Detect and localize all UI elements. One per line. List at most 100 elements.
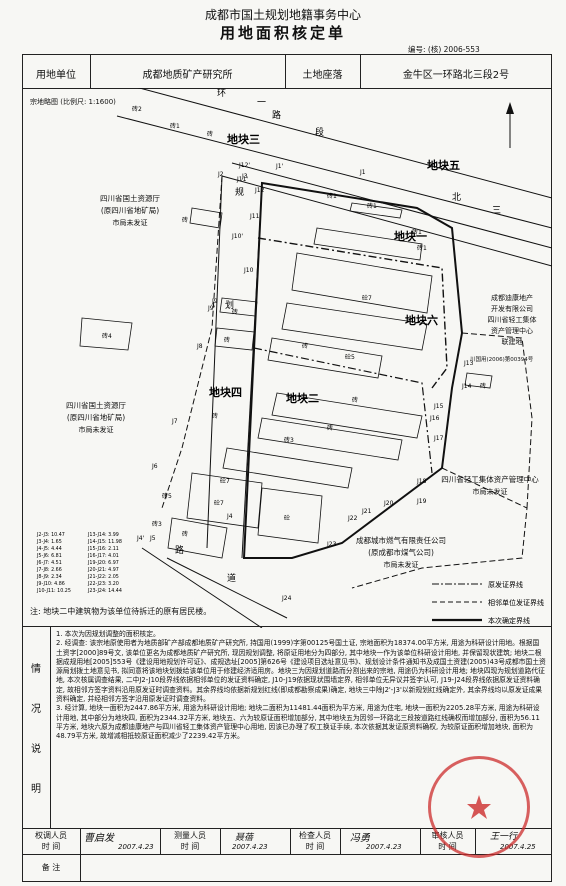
- neighbor-alias: (原四川省地矿局): [100, 206, 160, 215]
- svg-text:砖2: 砖2: [132, 105, 142, 113]
- svg-text:J5: J5: [149, 535, 156, 542]
- svg-text:J10': J10': [231, 233, 243, 240]
- svg-text:砼7: 砼7: [362, 294, 372, 302]
- surveyor-signature: 聂蓓: [235, 833, 254, 843]
- svg-text:砖5: 砖5: [162, 492, 172, 500]
- svg-text:J14-J15: 11.98: J14-J15: 11.98: [87, 539, 122, 545]
- road-char: 规: [235, 187, 244, 198]
- neighbor-northwest: 四川省国土资源厅 (原四川省地矿局) 市局未发证: [60, 193, 200, 229]
- org-name: 成都市国土规划地籍事务中心: [204, 8, 361, 22]
- legend: 原发证界线 相邻单位发证界线 本次确定界线: [432, 580, 544, 625]
- checker-label: 检查人员: [299, 831, 331, 840]
- parcel-divider: [257, 237, 448, 389]
- road-char: 北: [452, 192, 461, 203]
- svg-text:砖: 砖: [352, 396, 358, 404]
- point-labels: J1 J2 J3 J4 J5 J6 J7 J8 J9 J10 J11 J12 J…: [136, 162, 474, 602]
- svg-text:J7: J7: [171, 418, 178, 425]
- neighbor-south: 成都城市燃气有限责任公司 (原成都市煤气公司) 市局未发证: [336, 535, 466, 571]
- svg-text:J12': J12': [238, 162, 250, 169]
- road-char: 道: [227, 572, 236, 584]
- svg-text:J10-J11: 10.25: J10-J11: 10.25: [36, 588, 71, 594]
- svg-text:J9: J9: [211, 298, 218, 305]
- map-note: 注: 地块二中建筑物为该单位待拆迁的原有居民楼。: [30, 607, 212, 616]
- surveyor-label: 测量人员: [174, 831, 206, 840]
- svg-text:J15: J15: [433, 403, 444, 410]
- neighbor-name: 开发有限公司: [491, 305, 533, 313]
- svg-text:砖: 砖: [480, 382, 486, 390]
- svg-text:J16: J16: [429, 415, 440, 422]
- checker-date: 2007.4.23: [366, 843, 402, 851]
- serial-number: 编号: (核) 2006-553: [408, 45, 480, 54]
- svg-text:砖3: 砖3: [152, 520, 162, 528]
- svg-text:J9': J9': [207, 305, 216, 312]
- time-label: 时 间: [180, 842, 200, 851]
- building-labels: 砖2 砖1 砖1 砖1 砖 砖 砖1 砖1 砖4 砖 砖 砼7 砼5 砖 砖 砖…: [102, 105, 486, 538]
- neighbor-name: 成都城市燃气有限责任公司: [356, 536, 446, 545]
- svg-text:相邻单位发证界线: 相邻单位发证界线: [488, 598, 544, 607]
- neighbor-alias: (原成都市煤气公司): [368, 548, 434, 557]
- svg-text:J14: J14: [461, 383, 472, 390]
- neighbor-boundary: [461, 332, 533, 509]
- road-edge: [137, 88, 552, 199]
- neighbor-west: 四川省国土资源厅 (原四川省地矿局) 市局未发证: [26, 400, 166, 436]
- road-edge: [221, 175, 552, 267]
- remark-label: 备 注: [41, 863, 61, 872]
- road-edge: [141, 547, 263, 628]
- parcel-4-label: 地块四: [209, 385, 242, 399]
- divider: [22, 854, 552, 855]
- svg-text:J7-J8: 2.66: J7-J8: 2.66: [36, 567, 62, 573]
- svg-text:J15-J16: 2.11: J15-J16: 2.11: [87, 546, 119, 552]
- svg-text:J19-J20: 6.97: J19-J20: 6.97: [87, 560, 119, 566]
- surveyor-label-cell: 测量人员 时 间: [160, 830, 220, 852]
- road-edge: [206, 175, 223, 549]
- document-title: 用地面积核定单: [219, 24, 346, 42]
- road-char: 三: [492, 206, 501, 216]
- svg-text:J22-J23: 3.20: J22-J23: 3.20: [87, 581, 119, 587]
- svg-text:砖: 砖: [182, 216, 188, 224]
- parcel-6-label: 地块六: [405, 313, 438, 327]
- neighbor-name: 四川省轻工集体: [487, 316, 537, 324]
- time-label: 时 间: [305, 842, 325, 851]
- approver-date: 2007.4.25: [500, 843, 536, 851]
- svg-text:砖1: 砖1: [412, 228, 422, 236]
- svg-text:砖: 砖: [232, 308, 238, 316]
- svg-text:砖1: 砖1: [170, 122, 180, 130]
- road-char: 路: [272, 109, 281, 121]
- road-char: 段: [315, 126, 324, 138]
- time-label: 时 间: [41, 842, 61, 851]
- north-arrow-icon: [506, 102, 514, 148]
- road-edge: [166, 557, 288, 619]
- form-frame: [22, 54, 552, 882]
- checker-label-cell: 检查人员 时 间: [290, 830, 340, 852]
- svg-text:J10: J10: [243, 267, 254, 274]
- svg-text:J18: J18: [416, 478, 427, 485]
- parcel-boundary: [242, 181, 464, 559]
- svg-text:J23-J24: 14.44: J23-J24: 14.44: [87, 588, 122, 594]
- svg-text:J6-J7: 4.51: J6-J7: 4.51: [36, 560, 62, 566]
- parcel-5-label: 地块五: [427, 158, 460, 172]
- svg-text:J1': J1': [275, 163, 284, 170]
- land-user-value: 成都地质矿产研究所: [142, 70, 233, 81]
- map-caption: 宗地略图 (比例尺: 1:1600): [30, 98, 116, 106]
- road-char: 划: [225, 299, 234, 311]
- divider: [22, 88, 552, 89]
- svg-text:砖: 砖: [212, 412, 218, 420]
- divider: [160, 828, 161, 854]
- divider: [22, 626, 552, 627]
- neighbor-boundary: [161, 175, 223, 509]
- svg-text:砖4: 砖4: [102, 332, 112, 340]
- road-char: 一: [257, 98, 266, 108]
- neighbor-name: 四川省国土资源厅: [66, 401, 126, 410]
- parcel-1-label: 地块一: [394, 229, 427, 243]
- svg-text:J8-J9: 2.34: J8-J9: 2.34: [36, 574, 62, 580]
- dimension-table: J2-J3: 10.47 J3-J4: 1.65 J4-J5: 4.44 J5-…: [36, 532, 122, 594]
- svg-text:J5-J6: 6.81: J5-J6: 6.81: [36, 553, 62, 559]
- svg-text:J21-J22: 2.05: J21-J22: 2.05: [87, 574, 119, 580]
- reviewer-date: 2007.4.23: [118, 843, 154, 851]
- divider: [420, 828, 421, 854]
- neighbor-name: 四川省国土资源厅: [100, 194, 160, 203]
- surveyor-date: 2007.4.23: [232, 843, 268, 851]
- svg-text:J11': J11': [236, 176, 248, 183]
- divider: [340, 828, 341, 854]
- svg-text:J21: J21: [361, 508, 372, 515]
